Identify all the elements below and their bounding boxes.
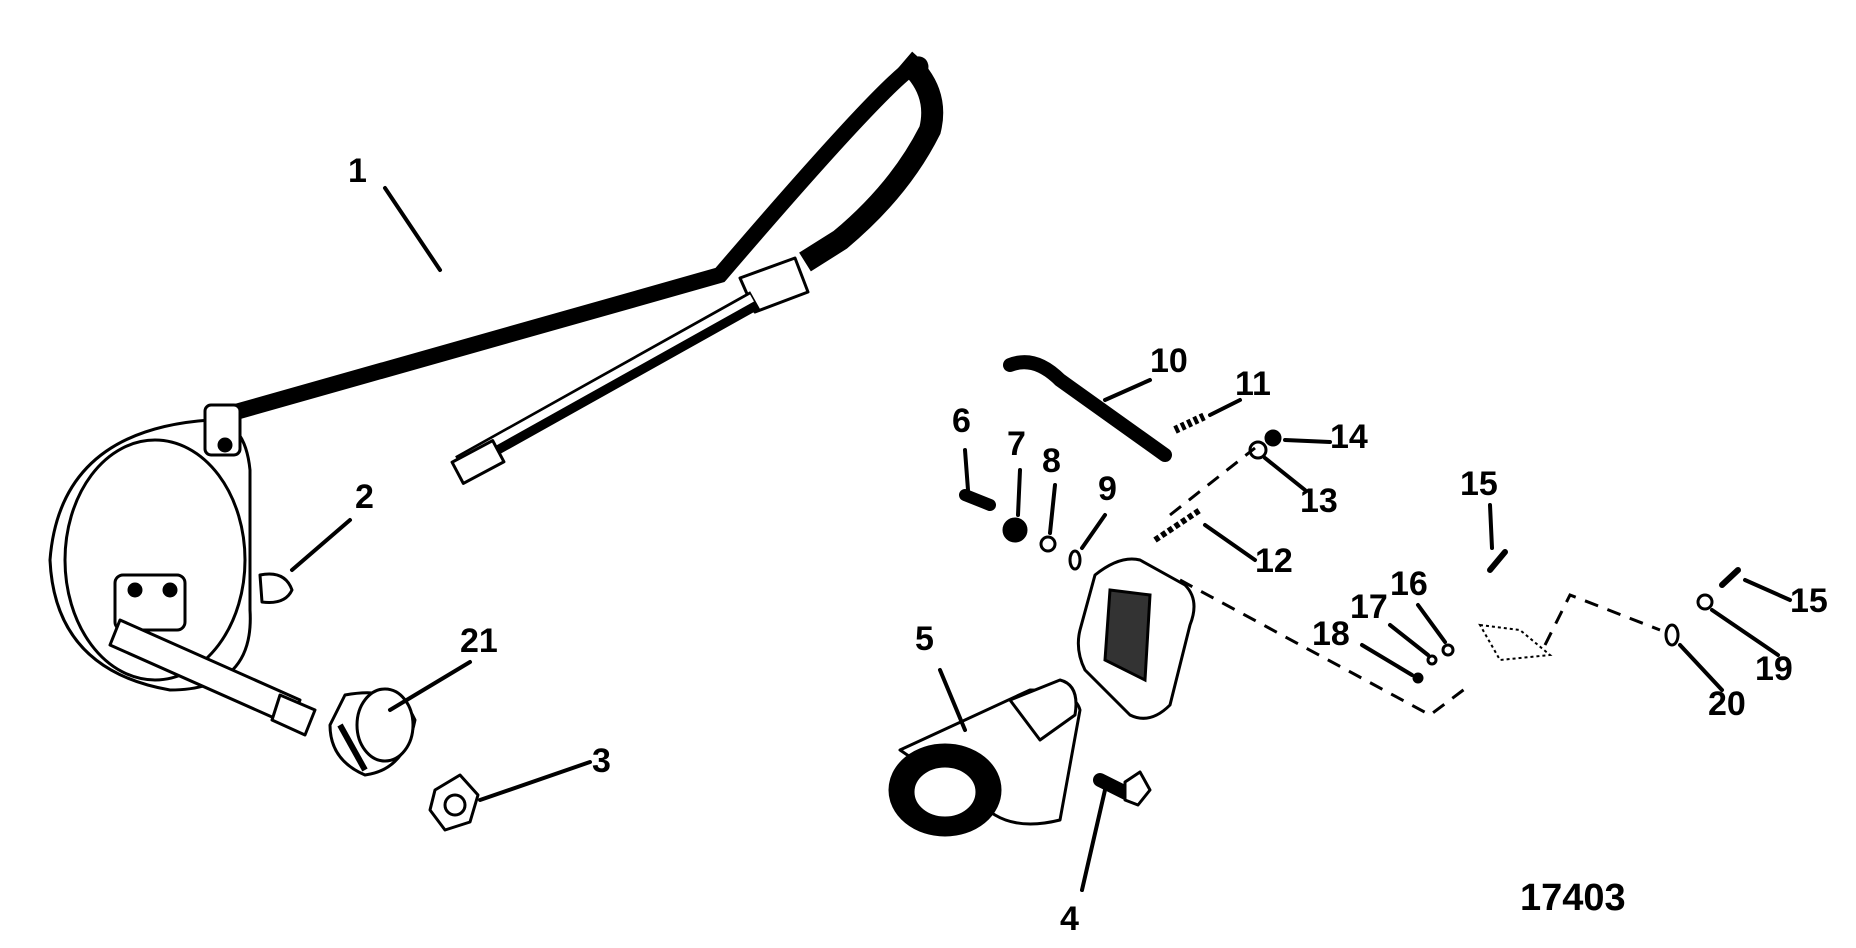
hub-detail (337, 723, 368, 772)
callout-1: 1 (348, 152, 367, 190)
callout-15a: 15 (1460, 465, 1498, 503)
helm-housing-face (63, 438, 247, 682)
callout-13: 13 (1300, 482, 1338, 520)
linkage-bracket (1478, 623, 1553, 662)
pin-12 (1153, 507, 1202, 543)
callout-19: 19 (1755, 650, 1793, 688)
leader-21 (388, 660, 472, 712)
assembly-line-b (1169, 446, 1256, 517)
cable-end-eye (450, 439, 506, 485)
callout-7: 7 (1007, 425, 1026, 463)
steering-cable (217, 51, 944, 485)
bezel-arm (1008, 678, 1078, 742)
leader-11 (1208, 398, 1242, 417)
callout-15b: 15 (1790, 582, 1828, 620)
helm-boss-hole-a (127, 582, 143, 598)
helm-mount-hole (217, 437, 233, 453)
leader-19 (1710, 608, 1780, 657)
helm-housing (48, 403, 317, 737)
bolt-part-4 (1093, 770, 1152, 807)
screw-15a (1487, 549, 1508, 573)
assembly-lines (1169, 446, 1661, 717)
leader-lines (290, 186, 1792, 892)
leader-9 (1080, 513, 1107, 550)
leader-6 (963, 448, 970, 492)
callout-8: 8 (1042, 442, 1061, 480)
leader-8 (1048, 483, 1057, 535)
leader-17 (1388, 623, 1430, 657)
callout-2: 2 (355, 478, 374, 516)
washer-19 (1696, 593, 1714, 611)
leader-18 (1360, 643, 1414, 677)
cable-outer (217, 56, 929, 423)
cable-rod-inner (460, 294, 754, 464)
leader-2 (290, 518, 352, 572)
washer-17 (1426, 654, 1438, 666)
leader-15b (1743, 578, 1792, 602)
nut-hole (443, 793, 467, 817)
bolt-head (1123, 770, 1152, 807)
screw-6 (959, 489, 996, 511)
leader-20 (1678, 643, 1724, 692)
callout-20: 20 (1708, 685, 1746, 723)
washer-20 (1664, 623, 1680, 647)
leader-3 (478, 760, 592, 802)
callout-6: 6 (952, 402, 971, 440)
small-hardware (959, 355, 1741, 684)
leader-1 (383, 186, 442, 272)
callout-17: 17 (1350, 588, 1388, 626)
key-part (258, 572, 294, 604)
leader-13 (1263, 456, 1307, 492)
figure-number: 17403 (1520, 877, 1626, 919)
callout-21: 21 (460, 622, 498, 660)
hose-10 (1003, 355, 1172, 462)
hub-face (355, 687, 415, 763)
bezel-part (888, 678, 1082, 837)
nut-part-3 (428, 773, 480, 832)
assembly-line-c (1543, 593, 1661, 646)
washer-16 (1441, 643, 1455, 657)
callout-16: 16 (1390, 565, 1428, 603)
leader-7 (1016, 468, 1022, 517)
leader-16 (1416, 603, 1447, 644)
hub-part (328, 687, 417, 777)
callout-14: 14 (1330, 418, 1368, 456)
callout-18: 18 (1312, 615, 1350, 653)
helm-shaft-tip (270, 693, 317, 737)
washer-13 (1248, 440, 1268, 460)
callout-11: 11 (1235, 365, 1271, 403)
leader-4 (1080, 788, 1107, 892)
cable-sleeve (799, 51, 944, 272)
bezel-ring-inner (911, 764, 979, 820)
leader-10 (1103, 378, 1152, 402)
screw-15b (1719, 567, 1741, 588)
mounting-plate (1076, 557, 1196, 720)
callout-10: 10 (1150, 342, 1188, 380)
washer-8 (1039, 535, 1057, 553)
callout-12: 12 (1255, 542, 1293, 580)
leader-15a (1488, 503, 1494, 550)
leader-5 (938, 668, 967, 732)
washer-9 (1068, 549, 1082, 571)
plate-window (1103, 588, 1152, 683)
callout-labels: 1 2 3 4 5 6 7 8 9 10 11 12 13 14 15 15 1… (348, 152, 1828, 938)
callout-4: 4 (1060, 900, 1079, 938)
leader-12 (1203, 523, 1257, 562)
callout-9: 9 (1098, 470, 1117, 508)
callout-3: 3 (592, 742, 611, 780)
leader-14 (1283, 438, 1332, 444)
nut-14 (1264, 429, 1282, 447)
spring-11 (1173, 412, 1207, 434)
callout-5: 5 (915, 620, 934, 658)
assembly-line-a (1179, 578, 1471, 717)
nut-18 (1412, 672, 1424, 684)
helm-boss-hole-b (162, 582, 178, 598)
nut-7 (1002, 517, 1028, 543)
